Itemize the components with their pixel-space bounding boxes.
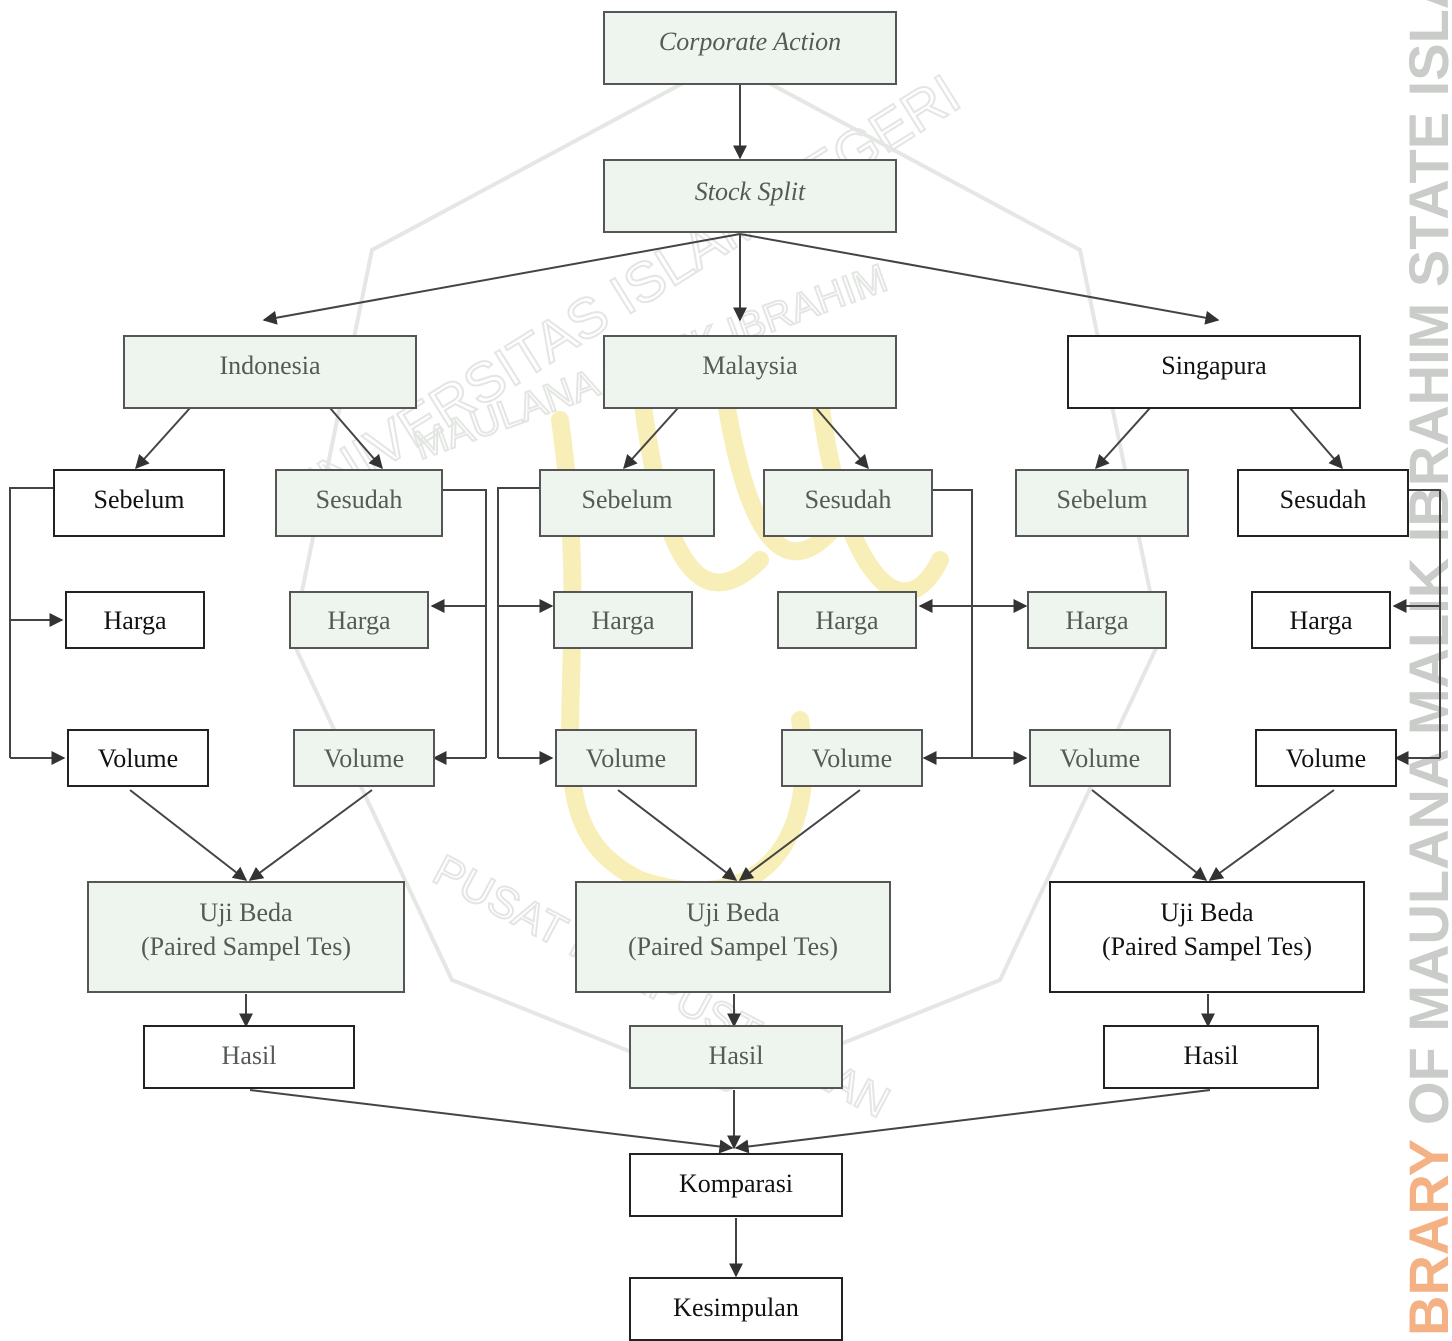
uji-beda-subtitle: (Paired Sampel Tes) [628,932,838,961]
stock-split-label: Stock Split [695,177,806,206]
harga-label: Harga [1065,606,1129,635]
connectors [9,84,1441,1278]
node-my-hasil: Hasil [629,1025,843,1089]
my-sebelum-label: Sebelum [582,485,673,514]
node-my-sebelum: Sebelum [539,469,715,537]
node-my-sesudah: Sesudah [763,469,933,537]
node-id-sebelum: Sebelum [53,469,225,537]
node-id-sesudah: Sesudah [275,469,443,537]
harga-label: Harga [327,606,391,635]
node-sg-uji-beda: Uji Beda (Paired Sampel Tes) [1049,881,1365,993]
kesimpulan-label: Kesimpulan [673,1293,799,1322]
node-stock-split: Stock Split [603,159,897,233]
node-corporate-action: Corporate Action [603,11,897,85]
harga-label: Harga [1289,606,1353,635]
node-my-sebelum-volume: Volume [555,729,697,787]
volume-label: Volume [812,744,892,773]
uji-beda-subtitle: (Paired Sampel Tes) [1102,932,1312,961]
node-my-sesudah-harga: Harga [777,591,917,649]
uji-beda-subtitle: (Paired Sampel Tes) [141,932,351,961]
id-sesudah-label: Sesudah [316,485,403,514]
node-id-sesudah-volume: Volume [293,729,435,787]
node-sg-hasil: Hasil [1103,1025,1319,1089]
node-singapura: Singapura [1067,335,1361,409]
singapura-label: Singapura [1161,351,1267,380]
node-sg-sesudah-volume: Volume [1255,729,1397,787]
side-watermark-rest: OF MAULANA MALIK IBRAHIM STATE ISLAMIC U… [1397,0,1452,1125]
node-my-sesudah-volume: Volume [781,729,923,787]
uji-beda-title: Uji Beda [199,898,293,927]
indonesia-label: Indonesia [219,351,321,380]
volume-label: Volume [586,744,666,773]
sg-sesudah-label: Sesudah [1280,485,1367,514]
hasil-label: Hasil [1184,1041,1239,1070]
node-id-sebelum-volume: Volume [67,729,209,787]
uji-beda-title: Uji Beda [1160,898,1254,927]
node-malaysia: Malaysia [603,335,897,409]
volume-label: Volume [98,744,178,773]
harga-label: Harga [103,606,167,635]
volume-label: Volume [1286,744,1366,773]
corporate-action-label: Corporate Action [659,27,841,56]
node-komparasi: Komparasi [629,1153,843,1217]
node-sg-sebelum-harga: Harga [1027,591,1167,649]
side-watermark-brand: BRARY [1397,1139,1452,1336]
node-id-sebelum-harga: Harga [65,591,205,649]
malaysia-label: Malaysia [702,351,798,380]
harga-label: Harga [815,606,879,635]
node-my-uji-beda: Uji Beda (Paired Sampel Tes) [575,881,891,993]
node-sg-sesudah: Sesudah [1237,469,1409,537]
volume-label: Volume [324,744,404,773]
node-my-sebelum-harga: Harga [553,591,693,649]
node-sg-sebelum-volume: Volume [1029,729,1171,787]
uji-beda-title: Uji Beda [686,898,780,927]
side-watermark-text: BRARY OF MAULANA MALIK IBRAHIM STATE ISLA… [1397,0,1452,1336]
hasil-label: Hasil [709,1041,764,1070]
node-sg-sebelum: Sebelum [1015,469,1189,537]
node-kesimpulan: Kesimpulan [629,1277,843,1341]
node-indonesia: Indonesia [123,335,417,409]
node-id-sesudah-harga: Harga [289,591,429,649]
harga-label: Harga [591,606,655,635]
hasil-label: Hasil [222,1041,277,1070]
my-sesudah-label: Sesudah [805,485,892,514]
volume-label: Volume [1060,744,1140,773]
node-id-hasil: Hasil [143,1025,355,1089]
komparasi-label: Komparasi [679,1169,793,1198]
node-id-uji-beda: Uji Beda (Paired Sampel Tes) [87,881,405,993]
id-sebelum-label: Sebelum [94,485,185,514]
node-sg-sesudah-harga: Harga [1251,591,1391,649]
sg-sebelum-label: Sebelum [1057,485,1148,514]
